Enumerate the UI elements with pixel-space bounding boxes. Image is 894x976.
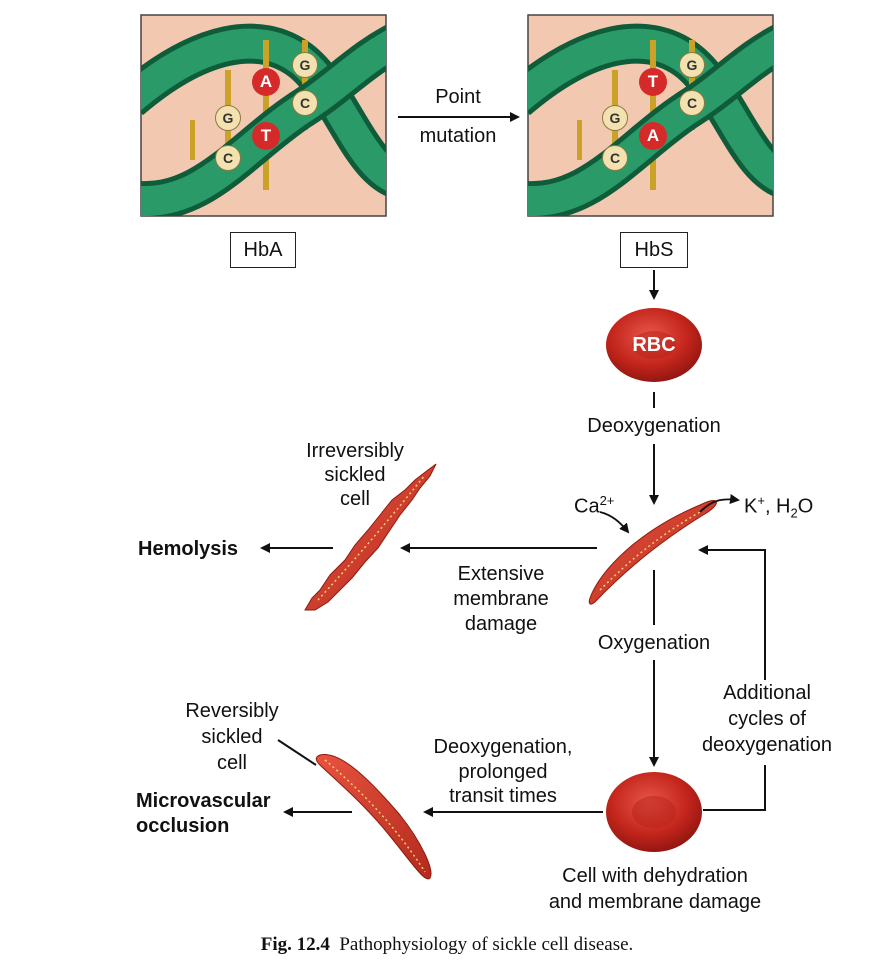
base-g-left-outer: G	[292, 52, 318, 78]
hemolysis-label: Hemolysis	[138, 538, 239, 560]
base-g-right-outer: G	[679, 52, 705, 78]
extensive-label-1: Extensive	[457, 563, 545, 585]
dna-panel-hba	[140, 14, 387, 217]
ca-influx-arrow	[599, 511, 630, 534]
oxygenation-label: Oxygenation	[597, 632, 711, 654]
microvascular-label-1: Microvascular	[136, 790, 271, 812]
reversibly-label-2: sickled	[201, 726, 263, 748]
reversibly-label-1: Reversibly	[185, 700, 279, 722]
hbs-box: HbS	[620, 232, 688, 268]
k-efflux-arrow	[699, 494, 740, 513]
dna-panel-hbs	[527, 14, 774, 217]
extensive-label-3: damage	[464, 613, 538, 635]
k-h2o-label: K+, H2O	[744, 488, 844, 527]
k-superscript: +	[757, 493, 765, 508]
h-text: , H	[764, 495, 791, 518]
dehydration-label-2: and membrane damage	[548, 891, 762, 913]
irreversible-sickle-cell	[304, 463, 437, 611]
base-c-left-inner: C	[215, 145, 241, 171]
base-g-left-inner: G	[215, 105, 241, 131]
reversibly-label-3: cell	[216, 752, 247, 774]
additional-label-3: deoxygenation	[701, 734, 833, 756]
base-c-right-inner: C	[602, 145, 628, 171]
mutation-label-line1: Point	[435, 86, 481, 108]
base-c-left-outer: C	[292, 90, 318, 116]
additional-label-1: Additional	[723, 682, 811, 704]
base-a-left: A	[252, 68, 280, 96]
ca-label: Ca2+	[574, 488, 634, 520]
h2o-subscript: 2	[790, 505, 798, 521]
figure-caption: Fig. 12.4 Pathophysiology of sickle cell…	[0, 934, 894, 956]
rbc-label: RBC	[632, 334, 676, 356]
irreversibly-label-3: cell	[339, 488, 370, 510]
irreversibly-label-2: sickled	[324, 464, 386, 486]
mutation-label-line2: mutation	[419, 125, 497, 147]
sickle-cell-center	[588, 500, 717, 605]
base-g-right-inner: G	[602, 105, 628, 131]
dehydrated-rbc	[606, 772, 702, 852]
reversible-sickle-cell	[315, 753, 432, 880]
additional-cycles-loop	[703, 765, 766, 811]
hba-box: HbA	[230, 232, 296, 268]
o-text: O	[797, 495, 814, 518]
base-t-left: T	[252, 122, 280, 150]
figure-number: Fig. 12.4	[260, 934, 330, 955]
dehydration-label-1: Cell with dehydration	[562, 865, 748, 887]
deoxy-prolonged-label-2: prolonged	[458, 761, 548, 783]
ca-text: Ca	[574, 495, 600, 518]
additional-cycles-loop-top	[698, 545, 766, 680]
base-t-right: T	[639, 68, 667, 96]
microvascular-label-2: occlusion	[136, 815, 230, 837]
irreversibly-label-1: Irreversibly	[306, 440, 404, 462]
reversible-pointer	[277, 739, 317, 766]
additional-label-2: cycles of	[728, 708, 806, 730]
k-text: K	[744, 495, 758, 518]
deoxy-prolonged-label-1: Deoxygenation,	[433, 736, 573, 758]
ca-superscript: 2+	[599, 493, 615, 508]
deoxygenation-label: Deoxygenation	[587, 415, 721, 437]
deoxy-prolonged-label-3: transit times	[449, 785, 557, 807]
base-c-right-outer: C	[679, 90, 705, 116]
rbc-cell	[606, 308, 702, 382]
base-a-right: A	[639, 122, 667, 150]
figure-caption-text: Pathophysiology of sickle cell disease.	[339, 934, 634, 955]
extensive-label-2: membrane	[453, 588, 549, 610]
